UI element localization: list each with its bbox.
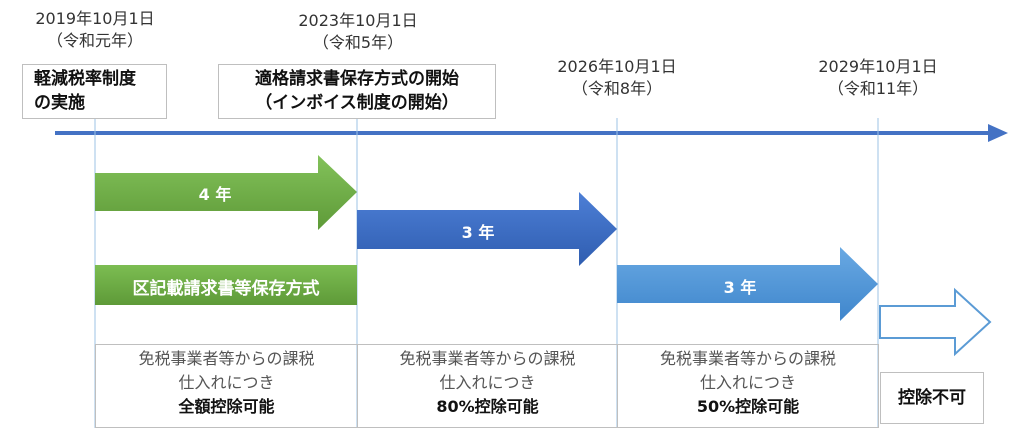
deduction-cell-1: 免税事業者等からの課税 仕入れにつき 全額控除可能 <box>95 344 358 428</box>
cell-highlight: 80%控除可能 <box>436 397 539 416</box>
deduction-cell-3: 免税事業者等からの課税 仕入れにつき 50%控除可能 <box>617 344 879 428</box>
deduction-cell-2: 免税事業者等からの課税 仕入れにつき 80%控除可能 <box>357 344 618 428</box>
milestone-date: 2019年10月1日 <box>35 9 155 28</box>
milestone-date: 2029年10月1日 <box>818 57 938 76</box>
method-box <box>95 265 357 305</box>
period-label-3: 3 年 <box>723 278 757 297</box>
milestone-era: （令和11年） <box>827 79 929 98</box>
event-line: 適格請求書保存方式の開始 <box>255 69 459 89</box>
period-arrow-2 <box>357 192 617 266</box>
milestone-date: 2026年10月1日 <box>557 57 677 76</box>
milestone-2023: 2023年10月1日 （令和5年） <box>283 10 433 54</box>
outline-arrow <box>879 287 992 357</box>
milestone-era: （令和元年） <box>46 31 143 50</box>
milestone-era: （令和8年） <box>571 79 663 98</box>
milestone-2026: 2026年10月1日 （令和8年） <box>542 56 692 100</box>
cell-highlight: 全額控除可能 <box>178 397 275 416</box>
period-arrow-3 <box>617 247 878 321</box>
cell-line: 免税事業者等からの課税 <box>659 349 836 368</box>
milestone-date: 2023年10月1日 <box>298 11 418 30</box>
period-arrow-1 <box>95 155 357 230</box>
milestone-2019: 2019年10月1日 （令和元年） <box>20 8 170 52</box>
event-box-invoice-start: 適格請求書保存方式の開始 （インボイス制度の開始） <box>218 64 496 119</box>
event-box-reduced-tax: 軽減税率制度 の実施 <box>22 64 167 119</box>
event-line: の実施 <box>34 93 85 113</box>
cell-highlight: 50%控除可能 <box>696 397 800 416</box>
cell-line: 免税事業者等からの課税 <box>138 349 315 368</box>
event-line: 軽減税率制度 <box>34 69 136 89</box>
final-cell-no-deduction: 控除不可 <box>880 372 984 424</box>
event-line: （インボイス制度の開始） <box>255 93 459 113</box>
method-label: 区記載請求書等保存方式 <box>132 279 320 299</box>
cell-line: 仕入れにつき <box>699 373 796 392</box>
cell-line: 仕入れにつき <box>178 373 275 392</box>
milestone-era: （令和5年） <box>312 33 404 52</box>
timeline-arrowhead <box>988 124 1008 142</box>
cell-line: 仕入れにつき <box>439 373 536 392</box>
milestone-2029: 2029年10月1日 （令和11年） <box>803 56 953 100</box>
cell-line: 免税事業者等からの課税 <box>399 349 576 368</box>
period-label-2: 3 年 <box>461 223 495 242</box>
period-label-1: 4 年 <box>198 185 232 204</box>
